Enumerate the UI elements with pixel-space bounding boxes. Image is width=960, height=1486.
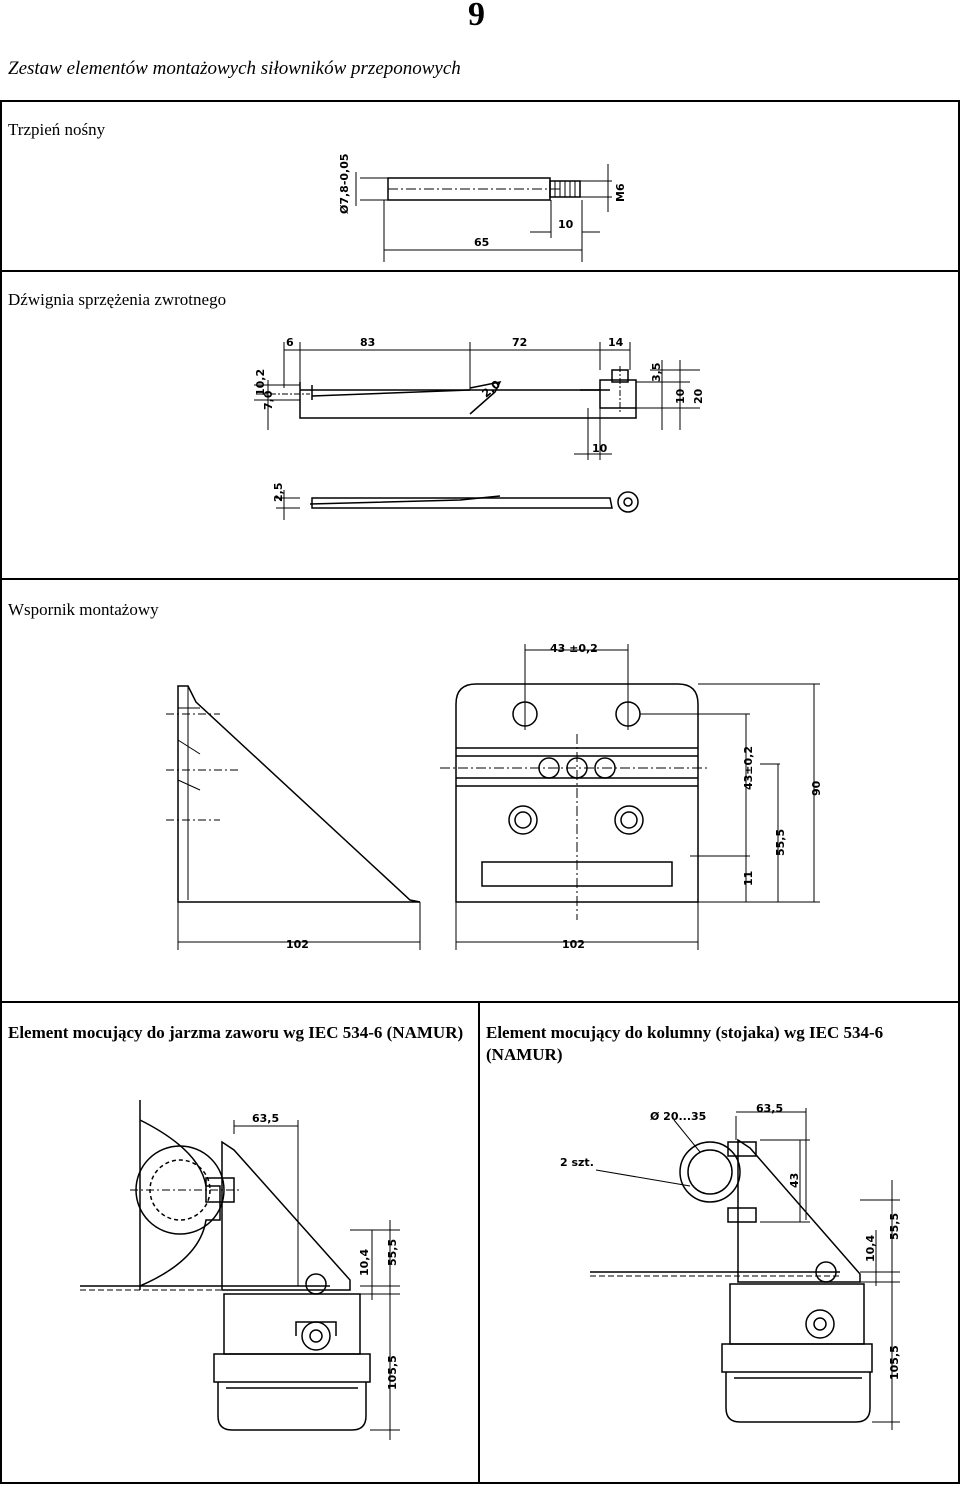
dim-2-5: 2,5 [272,483,285,503]
dim-10-4: 10,4 [358,1249,371,1276]
divider [0,1482,960,1484]
divider [0,1001,960,1003]
column-drawing: Ø 20...35 63,5 43 10,4 55,5 105,5 2 szt. [560,1102,901,1430]
dim-2-0: 2,0 [480,378,504,401]
dim-105-5: 105,5 [386,1355,399,1390]
dim-63-5: 63,5 [756,1102,783,1115]
dim-diameter-range: Ø 20...35 [650,1110,706,1123]
section-title-pin: Trzpień nośny [8,120,106,139]
section-title-bracket: Wspornik montażowy [8,600,159,619]
dim-20: 20 [692,388,705,404]
dim-55-5: 55,5 [888,1213,901,1240]
yoke-drawing: 63,5 10,4 55,5 105,5 [80,1100,400,1440]
dim-3-5: 3,5 [650,363,663,383]
dim-vert-spacing: 43±0,2 [742,746,755,790]
page-number: 9 [468,0,485,33]
dim-height: 90 [810,780,823,796]
dim-mid: 55,5 [774,829,787,856]
dim-hole-spacing: 43 ±0,2 [550,642,598,655]
column-divider [478,1001,480,1484]
dim-72: 72 [512,336,527,349]
dim-diameter: Ø7,8-0,05 [338,153,351,214]
dim-83: 83 [360,336,375,349]
note-2-szt: 2 szt. [560,1156,594,1169]
dim-105-5: 105,5 [888,1345,901,1380]
dim-side-width: 102 [286,938,309,951]
divider [0,100,960,102]
dim-43: 43 [788,1173,801,1188]
dim-7-0: 7,0 [262,390,275,410]
section-title-column: Element mocujący do kolumny (stojaka) wg… [486,1023,884,1064]
dim-bottom: 11 [742,871,755,886]
bracket-drawing: 43 ±0,2 102 102 43±0,2 55,5 90 11 [166,642,823,951]
frame-right [958,100,960,1484]
dim-thread-length: 10 [558,218,574,231]
dim-front-width: 102 [562,938,585,951]
document-title: Zestaw elementów montażowych siłowników … [8,58,461,79]
dim-10-2: 10,2 [254,369,267,396]
dim-length: 65 [474,236,489,249]
divider [0,578,960,580]
dim-thread: M6 [614,183,627,202]
dim-10-vertical: 10 [674,388,687,404]
section-title-yoke: Element mocujący do jarzma zaworu wg IEC… [8,1023,464,1042]
dim-63-5: 63,5 [252,1112,279,1125]
pin-drawing: 65 10 M6 Ø7,8-0,05 [338,153,627,262]
dim-14: 14 [608,336,624,349]
dim-10-horizontal: 10 [592,442,608,455]
dim-55-5: 55,5 [386,1239,399,1266]
dim-10-4: 10,4 [864,1235,877,1262]
section-title-lever: Dźwignia sprzężenia zwrotnego [8,290,227,309]
frame-left [0,100,2,1484]
dim-6: 6 [286,336,294,349]
divider [0,270,960,272]
lever-drawing: 6 83 72 14 3,5 10 20 10 10,2 7,0 2,0 2,5 [254,336,705,520]
